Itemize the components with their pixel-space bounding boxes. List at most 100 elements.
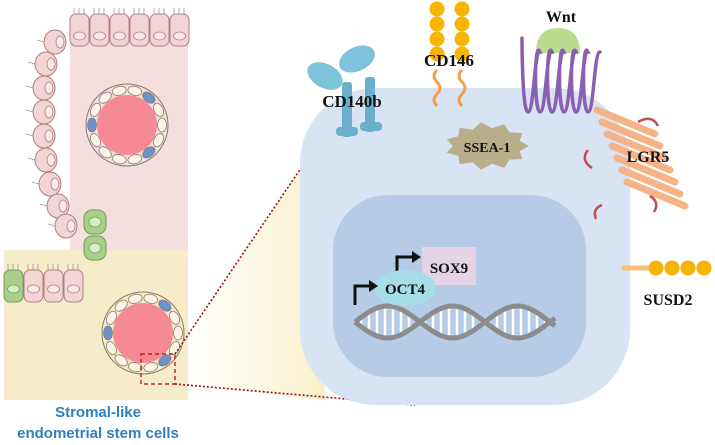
endothelial-cell (153, 102, 164, 117)
dna-helix (353, 303, 557, 341)
epithelial-nucleus (44, 81, 54, 95)
endothelial-cell (90, 133, 101, 148)
endothelial-cell (173, 325, 183, 341)
pericyte-cell (87, 117, 97, 133)
cd146-bead (429, 1, 445, 17)
epithelial-nucleus (133, 31, 146, 41)
endothelial-cell (153, 133, 164, 148)
epithelial-nucleus (58, 199, 68, 213)
zoom-wedge (175, 140, 325, 400)
endothelial-cell (106, 341, 117, 356)
epithelial-nucleus (44, 105, 54, 119)
epithelial-nucleus (93, 31, 106, 41)
blood-vessel-lower (101, 291, 185, 375)
cd146-beads (429, 1, 470, 62)
blood-vessel-upper (85, 83, 169, 167)
lgr5-loop (583, 117, 660, 220)
cd146-tail-left (432, 68, 442, 108)
lgr5-transmembrane-bars (593, 106, 689, 210)
epithelial-nucleus (46, 57, 56, 71)
endothelial-cell (143, 362, 159, 373)
cd146-bead (429, 16, 445, 32)
wnt-transmembrane-loops (520, 36, 602, 114)
sox9-arrowhead-icon (412, 251, 421, 263)
cd140b-receptor: CD140b (307, 45, 382, 137)
susd2-marker: SUSD2 (621, 260, 712, 309)
epithelial-cell (129, 13, 150, 47)
cd146-tail-right (457, 68, 467, 108)
susd2-bead (680, 260, 696, 276)
endothelial-cell (127, 362, 143, 373)
vessel-outer-wall (101, 291, 185, 375)
microvillus (39, 203, 48, 207)
pericyte-cell (158, 354, 172, 367)
oct4-label: OCT4 (385, 282, 426, 298)
susd2-bead (648, 260, 664, 276)
cd146-bead (429, 46, 445, 62)
lgr5-segment (593, 106, 659, 138)
susd2-bead (696, 260, 712, 276)
cd140b-lobe-left (307, 62, 343, 90)
susd2-bead (664, 260, 680, 276)
epithelial-nucleus (44, 129, 54, 143)
endothelial-cell (169, 310, 180, 325)
pericyte-cell (158, 299, 172, 312)
epithelial-nucleus (46, 153, 56, 167)
epithelial-cell (109, 13, 130, 47)
epithelial-cell (69, 13, 90, 47)
epithelial-nucleus (27, 284, 40, 294)
endothelial-cell (157, 117, 167, 133)
goblet-nucleus (88, 242, 102, 254)
cd140b-label: CD140b (322, 92, 382, 111)
pericyte-cell (142, 146, 156, 159)
cd146-bead (454, 46, 470, 62)
cd146-bead (454, 1, 470, 17)
oct4-arrow-icon (353, 284, 370, 305)
lgr5-segment (618, 166, 684, 198)
epithelial-nucleus (113, 31, 126, 41)
cd146-label: CD146 (424, 51, 474, 70)
lgr5-segment (623, 178, 689, 210)
wnt-ligand-cap (536, 28, 580, 53)
lgr5-segment (598, 118, 664, 150)
endothelial-cell (127, 85, 143, 96)
epithelial-nucleus (67, 284, 80, 294)
oct4-marker: OCT4 (353, 270, 436, 306)
sox9-arrow-icon (395, 255, 414, 272)
wnt-receptor: Wnt (520, 9, 602, 114)
pericyte-cell (142, 91, 156, 104)
susd2-label: SUSD2 (644, 292, 693, 309)
cd140b-foot-left (336, 127, 358, 136)
cd146-bead (454, 16, 470, 32)
microvillus (27, 157, 36, 161)
endothelial-cell (106, 310, 117, 325)
epithelial-nucleus (66, 219, 76, 233)
endothelial-cell (127, 154, 143, 165)
lgr5-segment (603, 130, 669, 162)
zoom-line-top (174, 139, 321, 355)
dna-strand-b (353, 303, 557, 341)
microvillus (36, 39, 45, 43)
endothelial-cell (114, 354, 128, 367)
endothelial-cell (127, 293, 143, 304)
microvillus (31, 181, 40, 185)
ssea1-label: SSEA-1 (464, 141, 511, 156)
epithelial-nucleus (47, 284, 60, 294)
nucleus (333, 195, 586, 377)
microvillus (27, 61, 36, 65)
lgr5-segment (608, 142, 674, 174)
epithelial-nucleus (50, 177, 60, 191)
oct4-ellipse (374, 270, 436, 306)
epithelial-nucleus (73, 31, 86, 41)
lgr5-label: LGR5 (627, 149, 670, 166)
cd146-marker: CD146 (424, 1, 474, 108)
epithelial-cell (149, 13, 170, 47)
endothelial-cell (143, 293, 159, 304)
endothelial-cell (98, 91, 112, 104)
endothelial-cell (111, 85, 127, 96)
caption-line-2: endometrial stem cells (17, 425, 179, 442)
vessel-outer-wall (85, 83, 169, 167)
goblet-nucleus (88, 216, 102, 228)
endothelial-cell (114, 299, 128, 312)
